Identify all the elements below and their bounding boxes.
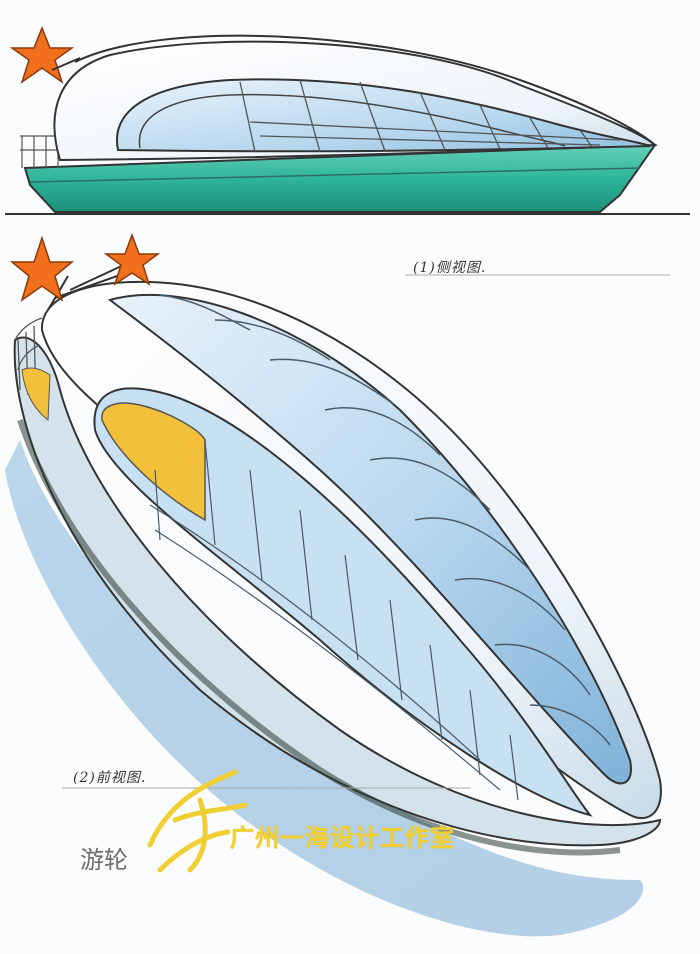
front-view-boat — [5, 232, 662, 937]
front-hull-bottom — [17, 419, 621, 856]
side-inner-window — [138, 93, 566, 149]
front-shadow — [5, 440, 644, 937]
studio-watermark: 广州一海设计工作室 — [230, 824, 455, 852]
front-star-right — [103, 232, 161, 286]
cruise-ship-caption: 游轮 — [80, 846, 128, 874]
side-roof-arch — [74, 34, 656, 146]
front-roof-ribs — [159, 294, 611, 746]
front-window-grid — [149, 439, 519, 801]
front-side-glass — [93, 387, 593, 817]
front-star-left — [9, 235, 75, 302]
front-hull — [13, 336, 662, 847]
front-yellow-window — [101, 402, 206, 522]
side-view-label: (1)侧视图. — [413, 260, 487, 276]
studio-logo-mark — [147, 769, 248, 873]
front-glass-roof — [107, 293, 632, 785]
front-stern-interior — [21, 367, 51, 421]
side-star-mast — [51, 57, 81, 71]
front-view-label: (2)前视图. — [73, 770, 147, 786]
side-star-ornament — [9, 25, 75, 84]
side-view-boat — [5, 25, 690, 215]
side-glass-mullions — [239, 79, 621, 153]
side-hull-stripe — [29, 167, 641, 183]
side-glass-canopy — [116, 78, 651, 153]
